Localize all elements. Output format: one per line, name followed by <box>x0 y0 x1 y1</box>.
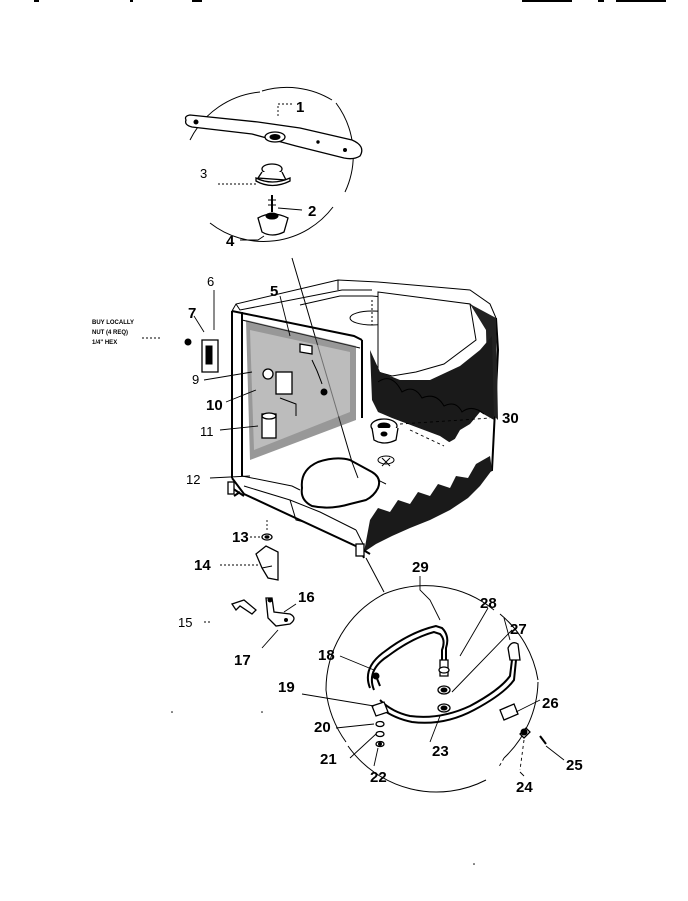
callout-15: 15 <box>178 615 192 630</box>
callout-14: 14 <box>194 557 211 574</box>
bottom-detail-circle <box>301 576 565 793</box>
callout-18: 18 <box>318 647 335 664</box>
spray-arm <box>184 114 363 160</box>
callout-7: 7 <box>188 305 196 322</box>
callout-28: 28 <box>480 595 497 612</box>
spray-arm-hub <box>255 163 291 187</box>
callout-26: 26 <box>542 695 559 712</box>
callout-5: 5 <box>270 283 278 300</box>
callout-27: 27 <box>510 621 527 638</box>
callout-3: 3 <box>200 166 207 181</box>
callout-21: 21 <box>320 751 337 768</box>
callout-20: 20 <box>314 719 331 736</box>
callout-6: 6 <box>207 274 214 289</box>
callout-19: 19 <box>278 679 295 696</box>
callout-11: 11 <box>200 424 214 439</box>
callout-2: 2 <box>308 203 316 220</box>
callout-23: 23 <box>432 743 449 760</box>
heating-element <box>366 624 521 724</box>
callout-1: 1 <box>296 99 304 116</box>
callout-numbers: 1 2 3 4 5 6 7 9 10 11 12 13 14 15 16 17 … <box>178 99 583 796</box>
wash-pump <box>370 418 399 444</box>
callout-30: 30 <box>502 410 519 427</box>
callout-29: 29 <box>412 559 429 576</box>
callout-17: 17 <box>234 652 251 669</box>
callout-25: 25 <box>566 757 583 774</box>
spray-arm-screw <box>268 195 276 212</box>
buy-locally-note: BUY LOCALLY NUT (4 REQ) 1/4" HEX <box>92 320 134 346</box>
front-components <box>261 343 328 439</box>
note-line-1: BUY LOCALLY <box>92 320 134 326</box>
door-latch-bracket <box>201 339 219 373</box>
callout-9: 9 <box>192 372 199 387</box>
dishwasher-tub <box>142 279 500 559</box>
callout-22: 22 <box>370 769 387 786</box>
scan-marks <box>34 0 666 2</box>
lower-mount-parts <box>204 520 297 649</box>
spray-arm-base <box>257 212 289 236</box>
top-detail-circle <box>184 86 363 242</box>
callout-24: 24 <box>516 779 533 796</box>
callout-13: 13 <box>232 529 249 546</box>
callout-16: 16 <box>298 589 315 606</box>
note-line-2: NUT (4 REQ) <box>92 330 128 336</box>
callout-10: 10 <box>206 397 223 414</box>
callout-4: 4 <box>226 233 235 250</box>
note-line-3: 1/4" HEX <box>92 340 117 346</box>
callout-12: 12 <box>186 472 200 487</box>
